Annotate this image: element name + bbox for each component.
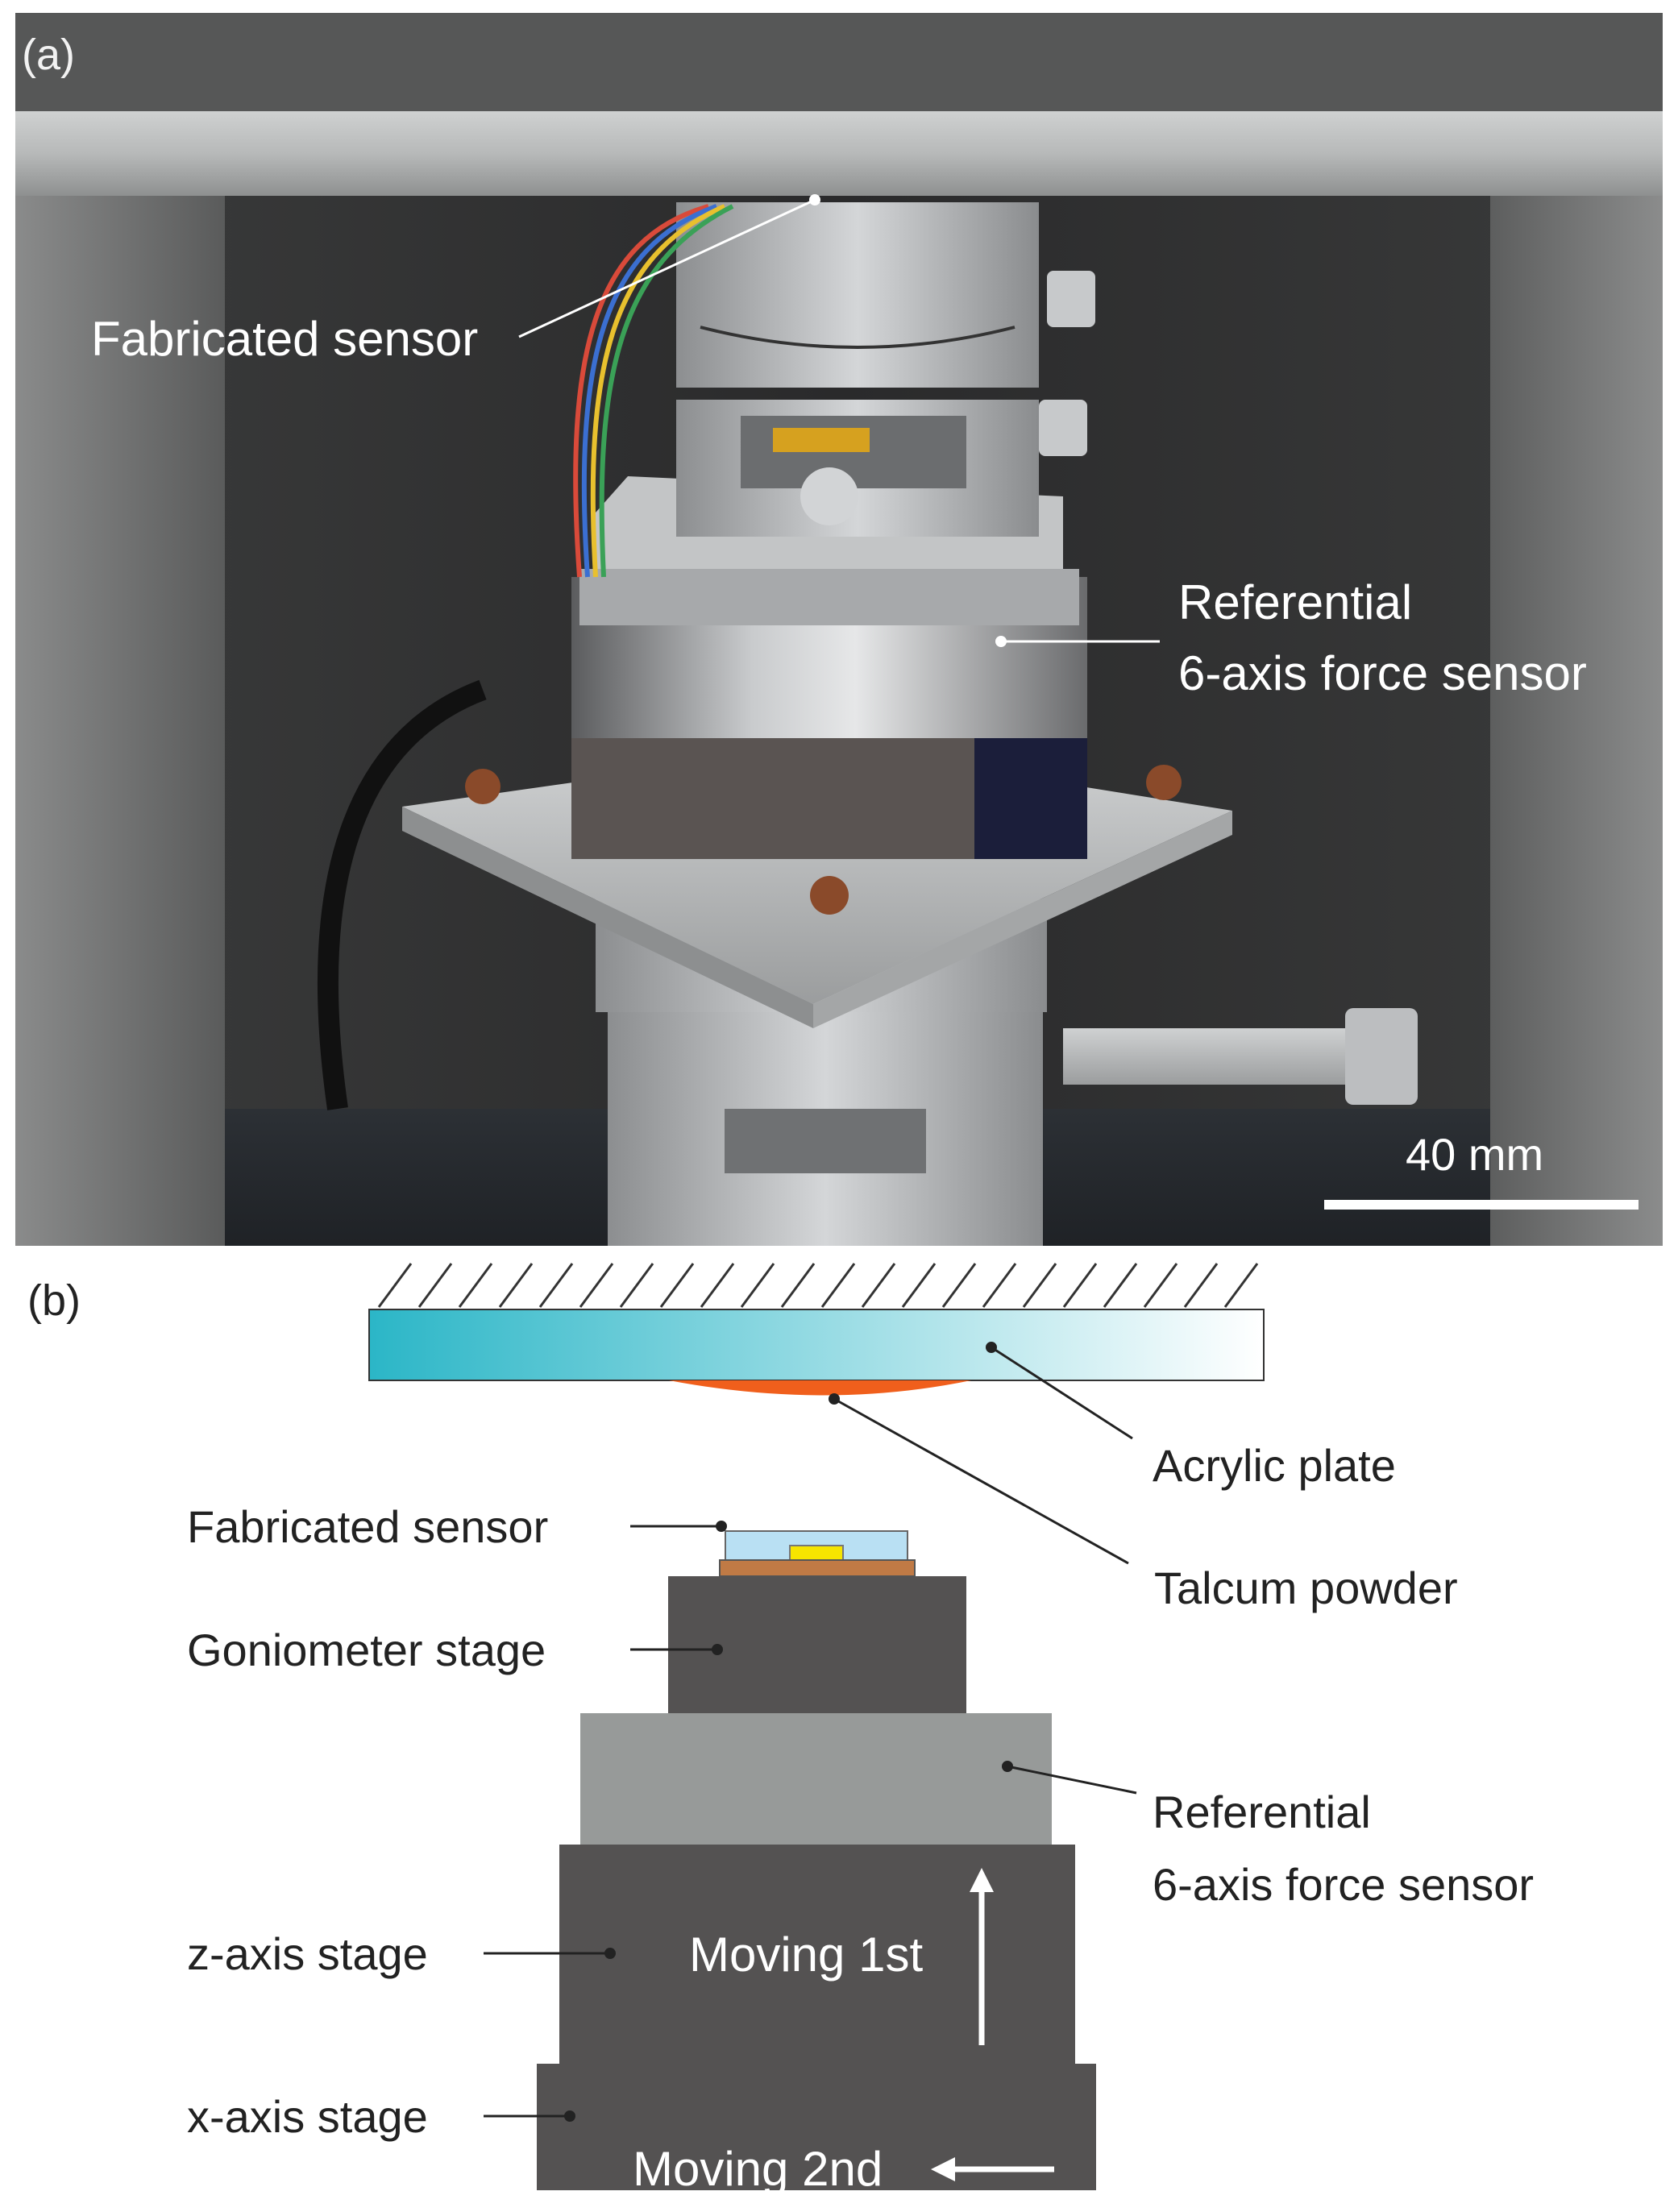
hatch-line xyxy=(458,1263,493,1308)
referential-b-point xyxy=(1002,1761,1013,1772)
referential-b-label-line2: 6-axis force sensor xyxy=(1153,1859,1534,1910)
micrometer-knob xyxy=(1345,1008,1418,1105)
top-beam xyxy=(15,111,1663,196)
hatch-line xyxy=(740,1263,775,1308)
bolt-right xyxy=(1146,765,1182,800)
left-wall xyxy=(15,196,225,1246)
ribbon-wire-4 xyxy=(599,204,734,578)
photo-panel: (a) Fabricated sensor Referential 6-axis… xyxy=(15,13,1663,1246)
moving-1st-text: Moving 1st xyxy=(689,1928,923,1982)
moving-2nd-text: Moving 2nd xyxy=(633,2142,883,2196)
goniometer-knob-2 xyxy=(1039,400,1087,456)
fabricated-sensor-b-point xyxy=(716,1521,727,1532)
hatch-line xyxy=(1223,1263,1259,1308)
panel-b-label: (b) xyxy=(27,1276,81,1325)
z-axis-stage-label: z-axis stage xyxy=(187,1928,428,1979)
referential-point xyxy=(995,636,1007,647)
talcum-powder xyxy=(669,1380,971,1396)
hatch-line xyxy=(1022,1263,1057,1308)
base-plate-edge-right xyxy=(813,811,1232,1028)
bottom-stage-slot xyxy=(725,1109,926,1173)
force-sensor-label xyxy=(974,738,1087,859)
fabricated-sensor-callout: Fabricated sensor xyxy=(91,312,478,366)
hatch-line xyxy=(619,1263,654,1308)
goniometer-stage-point xyxy=(712,1644,723,1655)
ribbon-wire-2 xyxy=(581,204,718,578)
referential-callout-line2: 6-axis force sensor xyxy=(1178,646,1587,700)
acrylic-plate xyxy=(368,1309,1265,1381)
center-knob xyxy=(800,467,858,525)
acrylic-plate-label: Acrylic plate xyxy=(1153,1440,1396,1491)
hatch-line xyxy=(1183,1263,1219,1308)
hatch-line xyxy=(700,1263,735,1308)
scale-bar xyxy=(1324,1200,1639,1210)
fabricated-sensor-point xyxy=(809,194,820,205)
hatch-line xyxy=(780,1263,816,1308)
hatch-line xyxy=(659,1263,695,1308)
top-dark-band xyxy=(15,13,1663,111)
goniometer-scale xyxy=(700,326,1016,349)
x-axis-stage-label: x-axis stage xyxy=(187,2091,428,2142)
acrylic-plate-point xyxy=(986,1342,997,1353)
sensor-pcb xyxy=(719,1559,916,1577)
talcum-powder-leader xyxy=(833,1397,1129,1565)
ground-hatching xyxy=(377,1263,1259,1308)
goniometer-stage-label: Goniometer stage xyxy=(187,1625,546,1675)
fabricated-sensor-b-label: Fabricated sensor xyxy=(187,1501,548,1552)
hatch-line xyxy=(901,1263,937,1308)
base-plate-edge xyxy=(402,807,813,1028)
sensor-gold xyxy=(773,428,870,452)
acrylic-plate-leader xyxy=(991,1346,1133,1440)
referential-b-leader xyxy=(1007,1765,1137,1795)
ribbon-wire-3 xyxy=(590,204,726,578)
hatch-line xyxy=(941,1263,977,1308)
hatch-line xyxy=(538,1263,574,1308)
x-axis-stage-point xyxy=(564,2110,575,2122)
hatch-line xyxy=(982,1263,1017,1308)
z-axis-stage-block xyxy=(559,1845,1075,2064)
sensor-chip xyxy=(789,1545,844,1561)
bolt-front xyxy=(810,876,849,915)
z-axis-stage-point xyxy=(604,1948,616,1959)
hatch-line xyxy=(498,1263,534,1308)
right-wall xyxy=(1490,196,1663,1246)
moving-2nd-arrow-head xyxy=(931,2157,955,2181)
talcum-powder-label: Talcum powder xyxy=(1154,1563,1458,1613)
hatch-line xyxy=(377,1263,413,1308)
referential-b-label-line1: Referential xyxy=(1153,1787,1371,1837)
hatch-line xyxy=(820,1263,856,1308)
hatch-line xyxy=(1103,1263,1138,1308)
panel-a-label: (a) xyxy=(22,31,75,79)
referential-callout-line1: Referential xyxy=(1178,575,1412,629)
scale-bar-label: 40 mm xyxy=(1406,1129,1543,1180)
fabricated-sensor-leader xyxy=(518,199,814,338)
talcum-powder-point xyxy=(829,1393,840,1405)
hatch-line xyxy=(861,1263,896,1308)
ribbon-wire-1 xyxy=(573,204,709,578)
moving-1st-arrow-head xyxy=(970,1868,994,1892)
goniometer-knob xyxy=(1047,271,1095,327)
bolt-left xyxy=(465,769,500,804)
hatch-line xyxy=(579,1263,614,1308)
goniometer-body xyxy=(676,202,1039,388)
hatch-line xyxy=(417,1263,453,1308)
hatch-line xyxy=(1062,1263,1098,1308)
goniometer-stage-block xyxy=(668,1576,966,1713)
cable xyxy=(318,679,487,1110)
hatch-line xyxy=(1143,1263,1178,1308)
force-sensor-top xyxy=(579,569,1079,625)
force-sensor-band xyxy=(571,738,974,859)
force-sensor-block xyxy=(580,1713,1052,1845)
